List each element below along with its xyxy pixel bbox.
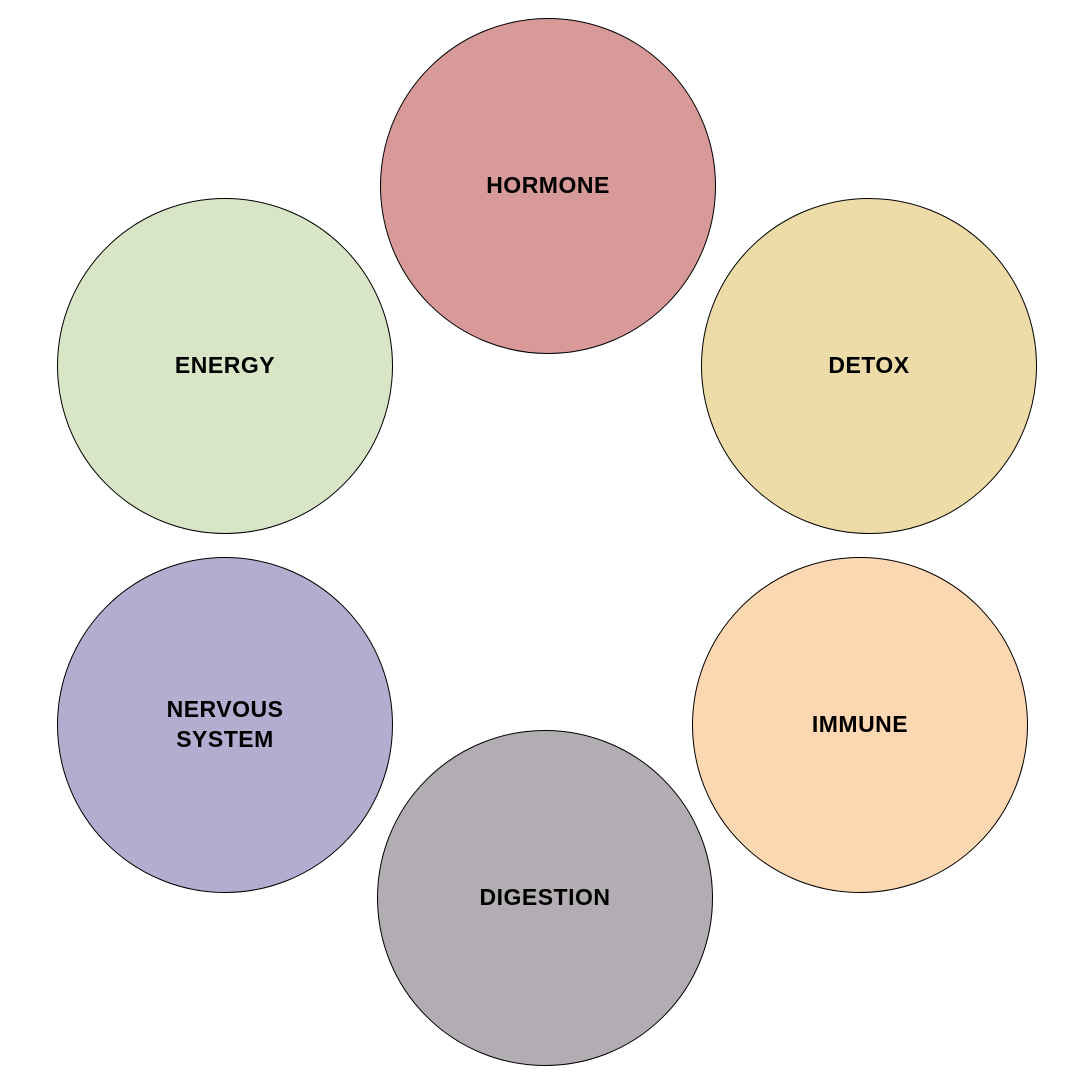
node-digestion: DIGESTION <box>377 730 713 1066</box>
node-immune-label: IMMUNE <box>811 711 909 738</box>
node-energy-label: ENERGY <box>174 352 276 379</box>
node-detox: DETOX <box>701 198 1037 534</box>
node-nervous-system-label: NERVOUS SYSTEM <box>166 696 284 752</box>
node-nervous-system: NERVOUS SYSTEM <box>57 557 393 893</box>
node-immune: IMMUNE <box>692 557 1028 893</box>
node-energy: ENERGY <box>57 198 393 534</box>
node-hormone: HORMONE <box>380 18 716 354</box>
node-detox-label: DETOX <box>828 352 910 379</box>
node-digestion-label: DIGESTION <box>479 884 611 911</box>
node-hormone-label: HORMONE <box>486 172 610 199</box>
